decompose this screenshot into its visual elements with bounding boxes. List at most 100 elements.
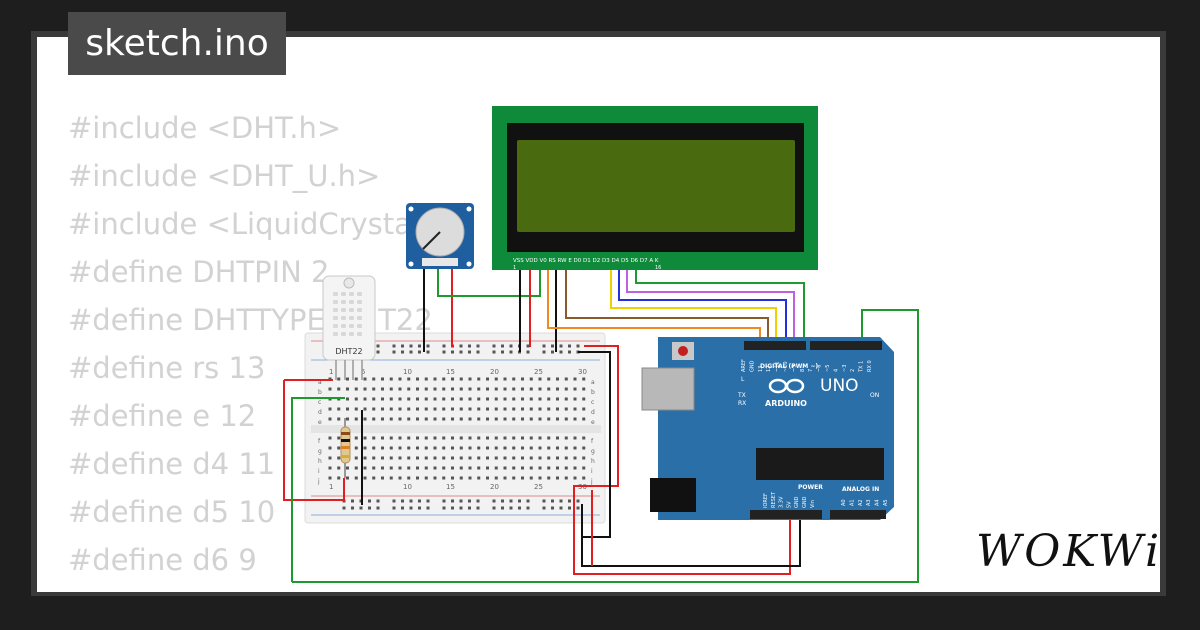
wokwi-logo: WOKWi xyxy=(976,526,1163,577)
pin-label: 13 xyxy=(758,366,764,372)
pin-label: 3.3V xyxy=(779,496,785,508)
wire-purple[interactable] xyxy=(626,262,795,348)
row-letter: e xyxy=(318,419,322,426)
code-line: #define e 12 xyxy=(68,399,257,433)
wire-green[interactable] xyxy=(291,397,345,582)
pin-label: ~9 xyxy=(791,365,797,372)
dht22-sensor[interactable]: DHT22 xyxy=(322,275,376,380)
infinity-logo xyxy=(768,378,805,394)
code-line: #include <DHT.h> xyxy=(68,111,342,145)
reset-button[interactable] xyxy=(678,346,688,356)
pin-label: RX 0 xyxy=(867,360,873,372)
pin-label: A5 xyxy=(883,499,889,506)
microcontroller-chip xyxy=(756,448,884,480)
column-number: 30 xyxy=(578,368,587,376)
pin-label: 4 xyxy=(833,369,839,372)
code-line: #define rs 13 xyxy=(68,351,266,385)
row-letter: d xyxy=(318,409,322,416)
pin-label: A0 xyxy=(841,499,847,506)
column-number: 25 xyxy=(534,368,543,376)
column-number: 15 xyxy=(446,483,455,491)
row-letter: j xyxy=(317,478,320,485)
pin-label: A3 xyxy=(866,499,872,506)
pin-label: ~3 xyxy=(842,365,848,372)
led-label: TX xyxy=(737,392,746,399)
usb-port xyxy=(641,367,695,411)
lcd-pin-first: 1 xyxy=(513,265,516,271)
pin-label: AREF xyxy=(741,359,747,372)
column-number: 1 xyxy=(329,483,333,491)
wire-green[interactable] xyxy=(292,309,919,583)
power-jack xyxy=(650,478,696,512)
code-line: #define DHTPIN 2 xyxy=(68,255,330,289)
wire-blue[interactable] xyxy=(618,262,787,348)
wire-green[interactable] xyxy=(437,262,541,297)
led-label: L xyxy=(741,376,745,383)
pin-label: IOREF xyxy=(763,493,769,508)
code-line: #define d7 8 xyxy=(68,584,472,592)
code-line: #define d6 9 xyxy=(68,543,257,577)
row-letter: f xyxy=(318,438,321,445)
digital-label: DIGITAL (PWM ~) xyxy=(760,363,818,370)
row-letter: g xyxy=(318,448,322,455)
wire-yellow[interactable] xyxy=(610,262,777,348)
pin-label: A2 xyxy=(858,499,864,506)
lcd-pin-labels: VSS VDD V0 RS RW E D0 D1 D2 D3 D4 D5 D6 … xyxy=(513,258,659,264)
row-letter: a xyxy=(318,379,322,386)
power-label: POWER xyxy=(798,484,823,491)
column-number: 1 xyxy=(329,368,333,376)
row-letter: b xyxy=(591,389,595,396)
code-line: #include <DHT_U.h> xyxy=(68,159,381,193)
wire-green[interactable] xyxy=(635,262,805,348)
column-number: 20 xyxy=(490,483,499,491)
code-line: #define d5 10 xyxy=(68,495,276,529)
wire-red[interactable] xyxy=(283,380,345,501)
code-line: #define d4 11 xyxy=(68,447,276,481)
column-number: 10 xyxy=(403,368,412,376)
row-letter: j xyxy=(590,478,593,485)
row-letter: e xyxy=(591,419,595,426)
pin-label: ~5 xyxy=(825,365,831,372)
row-letter: i xyxy=(591,468,593,475)
pin-label: A1 xyxy=(849,499,855,506)
wires xyxy=(283,262,919,583)
lcd-pin-last: 16 xyxy=(655,265,661,271)
lcd-display[interactable]: VSS VDD V0 RS RW E D0 D1 D2 D3 D4 D5 D6 … xyxy=(492,106,818,271)
potentiometer[interactable] xyxy=(406,203,474,269)
row-letter: i xyxy=(318,468,320,475)
row-letter: h xyxy=(318,458,322,465)
pin-label: RESET xyxy=(771,491,777,508)
breadboard: 1 5 10 15 20 25 30 1 10 15 20 25 30 a b … xyxy=(304,332,606,524)
column-number: 20 xyxy=(490,368,499,376)
pin-label: ~6 xyxy=(817,365,823,372)
file-tab[interactable]: sketch.ino xyxy=(68,12,286,75)
arduino-uno[interactable]: DIGITAL (PWM ~) UNO ARDUINO POWER ANALOG… xyxy=(641,337,894,520)
analog-label: ANALOG IN xyxy=(842,486,879,493)
dht-label: DHT22 xyxy=(335,347,362,356)
wire-brown[interactable] xyxy=(565,262,769,348)
model-label: UNO xyxy=(820,376,859,396)
led-label: RX xyxy=(738,400,746,407)
column-number: 15 xyxy=(446,368,455,376)
row-letter: g xyxy=(591,448,595,455)
row-letter: d xyxy=(591,409,595,416)
pin-label: A4 xyxy=(875,499,881,506)
column-number: 5 xyxy=(361,368,365,376)
pin-label: ~10 xyxy=(783,361,789,372)
pin-label: ~11 xyxy=(775,361,781,372)
pin-label: 12 xyxy=(766,366,772,372)
pin-label: GND xyxy=(794,496,800,508)
column-number: 25 xyxy=(534,483,543,491)
pin-label: GND xyxy=(749,360,755,372)
pin-label: 7 xyxy=(808,369,814,372)
led-label: ON xyxy=(870,392,879,399)
resistor[interactable] xyxy=(340,418,351,478)
wire-red[interactable] xyxy=(573,345,791,575)
brand-label: ARDUINO xyxy=(765,399,807,408)
pin-label: 5V xyxy=(786,501,792,508)
row-letter: c xyxy=(318,399,321,406)
row-letter: f xyxy=(591,438,594,445)
row-letter: h xyxy=(591,458,595,465)
pin-label: Vin xyxy=(810,500,816,508)
